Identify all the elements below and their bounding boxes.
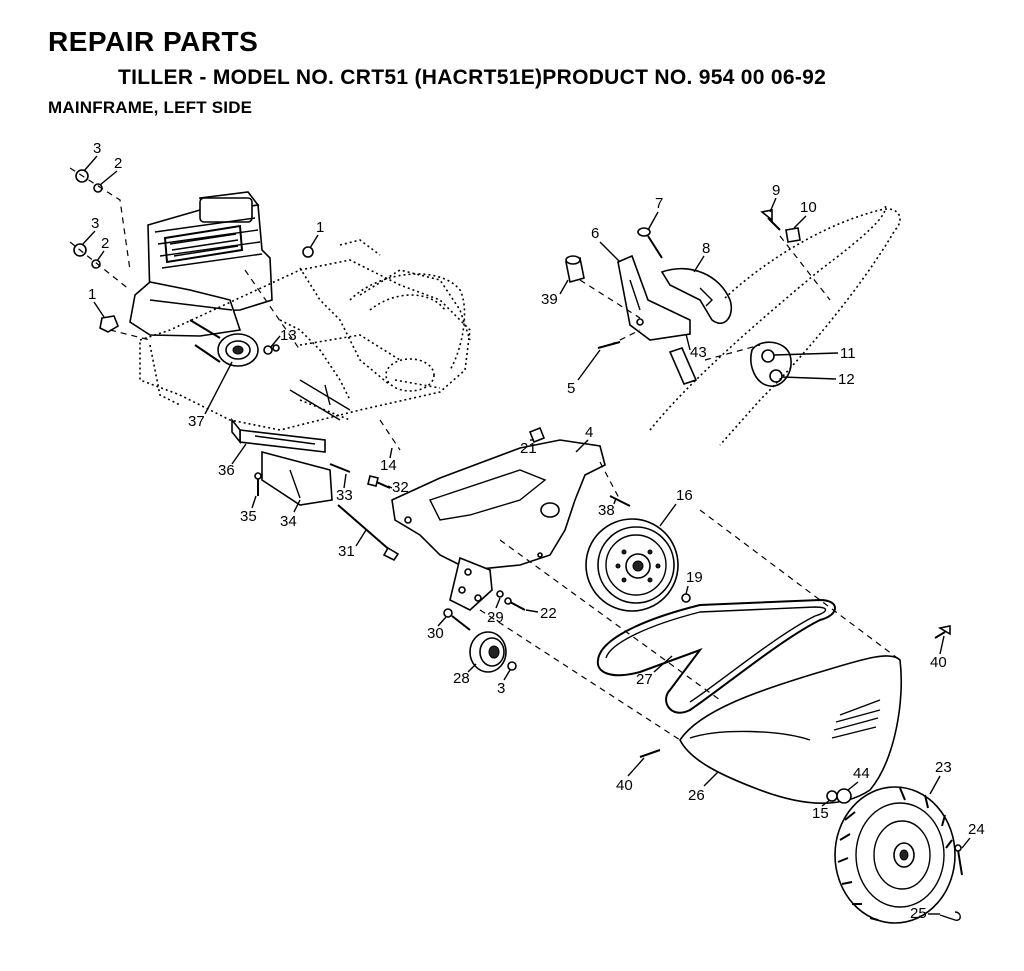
callout-19: 19 [686,569,703,586]
callout-6: 6 [591,225,599,242]
callout-7: 7 [655,195,663,212]
v-belt [596,598,836,714]
bolt-40-left [639,749,661,758]
callout-34: 34 [280,513,297,530]
page-title: REPAIR PARTS [48,26,259,57]
callout-10: 10 [800,199,817,216]
callout-21: 21 [520,440,537,457]
callout-27: 27 [636,671,653,688]
idler-bracket [449,556,493,611]
callout-11: 11 [840,345,856,362]
callout-3: 3 [91,215,99,232]
belt-pulley-16 [585,518,679,612]
nut-1-top [302,246,314,258]
callout-8: 8 [702,240,710,257]
callout-33: 33 [336,487,353,504]
callout-5: 5 [567,380,575,397]
callout-37: 37 [188,413,205,430]
pin-21 [528,426,546,444]
callout-25: 25 [910,905,927,922]
callout-2: 2 [101,235,109,252]
callout-43: 43 [690,344,707,361]
nut-10 [785,227,801,243]
handle-phantom [649,204,901,446]
callout-32: 32 [392,479,409,496]
callout-14: 14 [380,457,397,474]
callout-2: 2 [114,155,122,172]
callout-3: 3 [93,140,101,157]
idler-pulley [469,631,517,673]
engine [129,191,273,337]
shield-plate-8 [660,267,732,324]
callout-23: 23 [935,759,952,776]
callout-15: 15 [812,805,829,822]
bolt-14 [379,419,401,451]
section-title: MAINFRAME, LEFT SIDE [48,98,253,117]
callout-35: 35 [240,508,257,525]
callout-40: 40 [930,654,947,671]
knob-11-12 [750,341,792,387]
callout-40: 40 [616,777,633,794]
engine-pulley [189,319,280,367]
callout-28: 28 [453,670,470,687]
callouts: 3 2 3 2 1 1 13 37 36 35 34 33 32 31 14 2… [81,140,985,922]
washer-2-lower [91,259,101,269]
model-subtitle: TILLER - MODEL NO. CRT51 (HACRT51E)PRODU… [118,66,827,89]
callout-24: 24 [968,821,985,838]
callout-26: 26 [688,787,705,804]
bolt-33 [329,463,351,473]
hairpin-clip [939,911,961,921]
callout-44: 44 [853,765,870,782]
callout-31: 31 [338,543,355,560]
explode-lines [69,167,641,351]
wheel-pin [954,844,963,876]
bolt-40-right [934,625,951,639]
callout-13: 13 [280,327,297,344]
main-frame [139,239,471,431]
nut-19 [681,593,691,603]
callout-9: 9 [772,182,780,199]
callout-36: 36 [218,462,235,479]
bolt-22 [504,597,526,611]
washer-29 [496,590,504,598]
callout-12: 12 [838,371,855,388]
callout-30: 30 [427,625,444,642]
belt-guard-plate [391,439,621,571]
pin-43 [668,347,698,385]
wheel [834,786,956,924]
bolt-31 [337,504,400,562]
mounting-bracket [231,417,333,506]
washer-30 [443,608,471,631]
callout-39: 39 [541,291,558,308]
callout-1: 1 [316,219,324,236]
bolt-7 [637,227,663,259]
callout-1: 1 [88,286,96,303]
bolt-35 [254,472,262,496]
nut-1-left [99,315,119,333]
bolt-5 [597,341,621,349]
depth-stake-bracket [617,254,691,341]
bolt-9 [760,209,781,231]
bolt-32 [367,475,391,489]
spacer-39 [565,255,585,284]
callout-3: 3 [497,680,505,697]
callout-29: 29 [487,609,504,626]
callout-22: 22 [540,605,557,622]
callout-38: 38 [598,502,615,519]
lower-belt-cover [479,509,903,804]
callout-16: 16 [676,487,693,504]
callout-4: 4 [585,424,593,441]
bolt-38 [609,495,631,507]
washer-15-44 [826,788,852,804]
